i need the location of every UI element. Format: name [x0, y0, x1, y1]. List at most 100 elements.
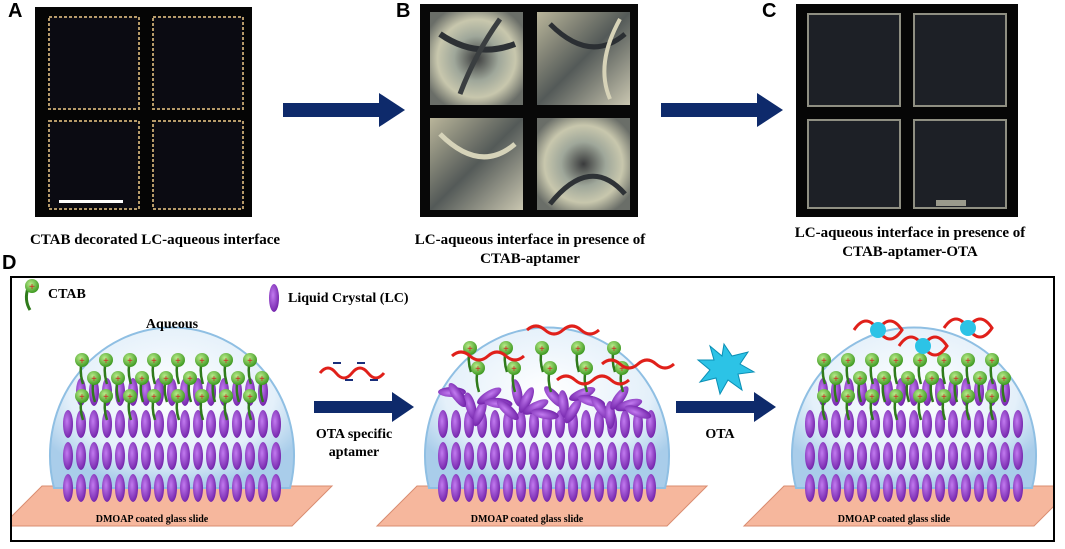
- ctab-charge: +: [917, 356, 923, 367]
- step1-label-line1: OTA specific: [316, 427, 392, 442]
- aptamer-strand: [526, 324, 600, 336]
- lc-molecule: [948, 442, 958, 470]
- lc-molecule: [883, 474, 893, 502]
- lc-molecule: [633, 474, 643, 502]
- ctab-head: [99, 389, 113, 403]
- lc-molecule: [805, 442, 815, 470]
- lc-molecule: [961, 442, 971, 470]
- ctab-head: [961, 389, 975, 403]
- ctab-charge: +: [475, 364, 481, 375]
- lc-molecule: [89, 442, 99, 470]
- lc-molecule: [568, 474, 578, 502]
- lc-molecule: [857, 410, 867, 438]
- lc-molecule: [922, 410, 932, 438]
- lc-molecule: [568, 442, 578, 470]
- ctab-charge: +: [941, 356, 947, 367]
- ctab-charge: +: [893, 392, 899, 403]
- lc-molecule: [154, 410, 164, 438]
- legend-lc: Liquid Crystal (LC): [269, 284, 409, 312]
- lc-molecule: [870, 474, 880, 502]
- lc-molecule: [974, 442, 984, 470]
- ctab-head: [75, 389, 89, 403]
- ctab-head: [159, 371, 173, 385]
- ctab-charge: +: [575, 344, 581, 355]
- ota-bound: [960, 320, 976, 336]
- lc-molecule: [115, 442, 125, 470]
- ctab-head: [889, 353, 903, 367]
- lc-molecule: [477, 442, 487, 470]
- lc-molecule: [1013, 474, 1023, 502]
- caption-b-line2: CTAB-aptamer: [480, 251, 580, 267]
- panel-label-a: A: [8, 0, 23, 22]
- lc-molecule: [271, 474, 281, 502]
- lc-molecule-disordered: [464, 392, 477, 420]
- lc-molecule: [1013, 442, 1023, 470]
- lc-molecule: [63, 474, 73, 502]
- aptamer-ota-complex: [852, 319, 904, 341]
- lc-molecule: [76, 410, 86, 438]
- lc-molecule: [607, 442, 617, 470]
- ctab-head: [195, 353, 209, 367]
- ctab-charge: +: [941, 392, 947, 403]
- ctab-head: [171, 389, 185, 403]
- ctab-charge: +: [247, 356, 253, 367]
- lc-molecule: [451, 442, 461, 470]
- ctab-charge: +: [539, 344, 545, 355]
- ctab-charge: +: [163, 374, 169, 385]
- lc-molecule-disordered: [569, 387, 596, 401]
- ctab-charge: +: [151, 392, 157, 403]
- ctab-head: [865, 353, 879, 367]
- caption-c: LC-aqueous interface in presence of CTAB…: [760, 224, 1060, 262]
- lc-molecule: [193, 410, 203, 438]
- lc-molecule: [154, 442, 164, 470]
- lc-molecule: [646, 442, 656, 470]
- lc-molecule: [831, 442, 841, 470]
- stage-1: ++++++++++++++++++++++++DMOAP coated gla…: [12, 326, 334, 527]
- lc-molecule: [76, 442, 86, 470]
- ctab-head: [499, 341, 513, 355]
- ctab-head: [937, 389, 951, 403]
- lc-molecule: [516, 442, 526, 470]
- ctab-charge: +: [79, 356, 85, 367]
- ctab-charge: +: [977, 374, 983, 385]
- lc-molecule: [607, 474, 617, 502]
- aptamer-strand: [451, 350, 525, 362]
- caption-a-text: CTAB decorated LC-aqueous interface: [29, 232, 281, 248]
- lc-molecule: [909, 410, 919, 438]
- ctab-head: [949, 371, 963, 385]
- ctab-charge: +: [199, 356, 205, 367]
- ctab-head: [985, 353, 999, 367]
- lc-molecule: [1000, 474, 1010, 502]
- caption-c-line2: CTAB-aptamer-OTA: [842, 244, 978, 260]
- ctab-charge: +: [905, 374, 911, 385]
- lc-molecule: [219, 410, 229, 438]
- lc-molecule: [451, 474, 461, 502]
- ota-bound: [870, 322, 886, 338]
- ctab-charge: +: [1001, 374, 1007, 385]
- ctab-head: [913, 353, 927, 367]
- lc-molecule: [987, 474, 997, 502]
- lc-molecule: [63, 442, 73, 470]
- lc-molecule-disordered: [624, 405, 652, 419]
- caption-c-line1: LC-aqueous interface in presence of: [794, 225, 1026, 241]
- ctab-head: [147, 389, 161, 403]
- ctab-charge: +: [881, 374, 887, 385]
- legend-ctab: + CTAB: [24, 279, 86, 311]
- lc-molecule: [987, 442, 997, 470]
- ctab-charge: +: [917, 392, 923, 403]
- ctab-charge: +: [223, 356, 229, 367]
- ctab-charge: +: [833, 374, 839, 385]
- ctab-head: [87, 371, 101, 385]
- lc-molecule: [870, 442, 880, 470]
- lc-molecule: [219, 442, 229, 470]
- ctab-head: [607, 341, 621, 355]
- lc-molecule: [935, 442, 945, 470]
- legend-lc-label: Liquid Crystal (LC): [288, 291, 409, 306]
- lc-molecule: [620, 474, 630, 502]
- stage-3: ++++++++++++++++++++++++DMOAP coated gla…: [742, 317, 1053, 527]
- ctab-charge: +: [965, 392, 971, 403]
- ctab-head: [195, 389, 209, 403]
- ctab-head: [123, 389, 137, 403]
- panel-d-schematic: ++++++++++++++++++++++++DMOAP coated gla…: [10, 276, 1055, 542]
- ctab-charge: +: [929, 374, 935, 385]
